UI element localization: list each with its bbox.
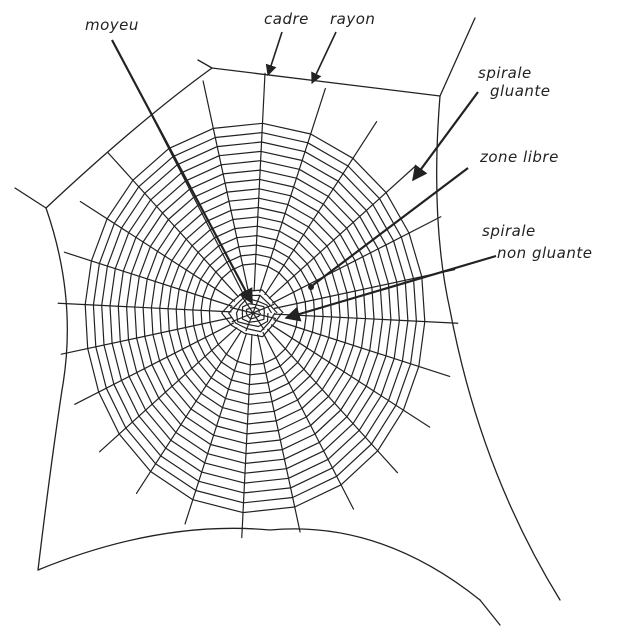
frame-thread-left <box>38 208 67 570</box>
pointer-free-zone <box>313 168 468 285</box>
label-nonsticky-spiral-1: spirale <box>482 222 536 240</box>
frame-thread-bottom-ext <box>480 600 500 625</box>
frame-thread-top-right-ext <box>440 18 475 96</box>
label-sticky-spiral-1: spirale <box>478 64 532 82</box>
radius-thread <box>273 217 441 303</box>
frame-thread-top-left-ext <box>198 60 212 68</box>
labels: moyeu cadre rayon spirale gluante zone l… <box>85 10 592 262</box>
radius-thread <box>265 122 377 295</box>
label-hub: moyeu <box>85 16 139 34</box>
radius-thread <box>58 303 231 312</box>
frame-thread-left-ext <box>15 188 46 208</box>
pointer-sticky-spiral <box>413 92 478 180</box>
frame-thread-right <box>437 96 560 600</box>
spiral-ring <box>151 198 357 434</box>
spiral-ring <box>160 208 349 425</box>
radius-thread <box>254 73 265 291</box>
pointer-hub <box>112 40 252 303</box>
frame-threads <box>15 18 560 625</box>
label-radius: rayon <box>330 10 375 28</box>
label-nonsticky-spiral-2: non gluante <box>497 244 592 262</box>
radius-thread <box>108 153 238 297</box>
label-frame: cadre <box>264 10 309 28</box>
spiral-ring <box>127 170 383 463</box>
label-free-zone: zone libre <box>479 148 559 166</box>
pointer-frame <box>268 32 282 75</box>
radius-thread <box>275 314 458 323</box>
spiral-ring <box>135 179 374 453</box>
radius-thread <box>100 328 237 452</box>
hub <box>222 290 284 337</box>
radius-thread <box>136 331 241 493</box>
label-sticky-spiral-2: gluante <box>490 82 551 100</box>
pointer-radius <box>312 32 336 83</box>
radius-thread <box>64 252 232 306</box>
frame-thread-bottom <box>38 528 480 600</box>
